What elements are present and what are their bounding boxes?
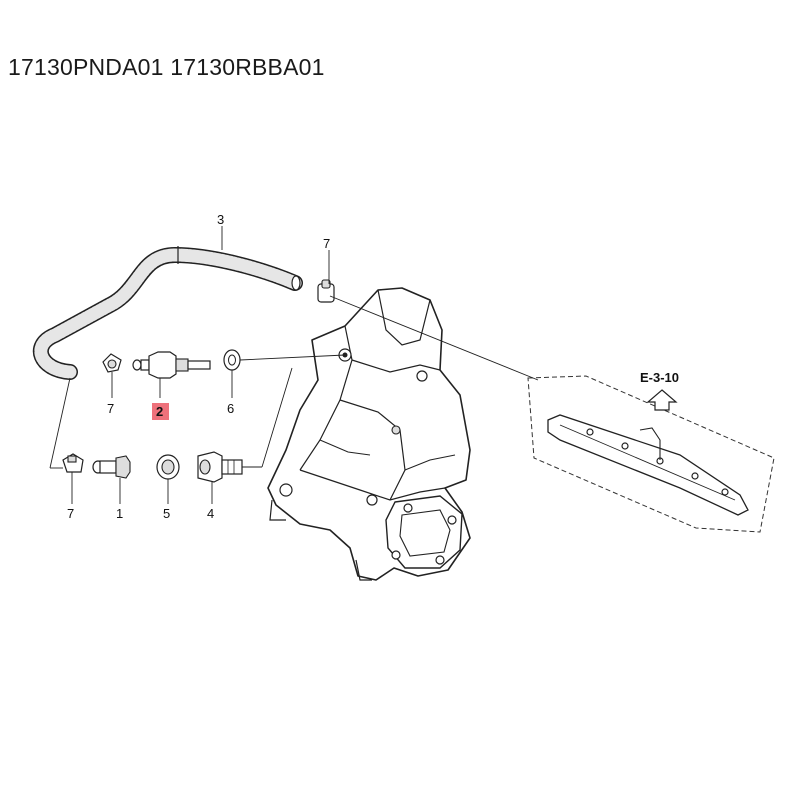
callout-5[interactable]: 5 [163, 506, 170, 521]
clamp-part-7-mid [102, 353, 122, 373]
callout-2[interactable]: 2 [156, 404, 163, 419]
grommet-part-5 [156, 454, 180, 480]
up-arrow-icon [646, 389, 678, 411]
callout-4[interactable]: 4 [207, 506, 214, 521]
joint-part-1 [92, 455, 131, 479]
callout-7-bottom[interactable]: 7 [67, 506, 74, 521]
callout-7-mid[interactable]: 7 [107, 401, 114, 416]
highlight-box [152, 403, 169, 420]
callout-3[interactable]: 3 [217, 212, 224, 227]
adapter-part-4 [197, 451, 243, 483]
callout-6[interactable]: 6 [227, 401, 234, 416]
page-title: 17130PNDA01 17130RBBA01 [8, 54, 325, 80]
leader-lines [49, 226, 539, 504]
pcv-valve-part-2 [132, 351, 211, 379]
clamp-part-7-bottom [62, 453, 84, 473]
callout-7-top[interactable]: 7 [323, 236, 330, 251]
hose-part-3 [32, 246, 303, 380]
callout-1[interactable]: 1 [116, 506, 123, 521]
engine-bracket [267, 287, 471, 581]
reference-box-e-3-10: E-3-10 [527, 370, 775, 533]
reference-label: E-3-10 [640, 370, 679, 385]
washer-part-6 [223, 349, 241, 371]
clamp-part-7-top [317, 279, 335, 303]
